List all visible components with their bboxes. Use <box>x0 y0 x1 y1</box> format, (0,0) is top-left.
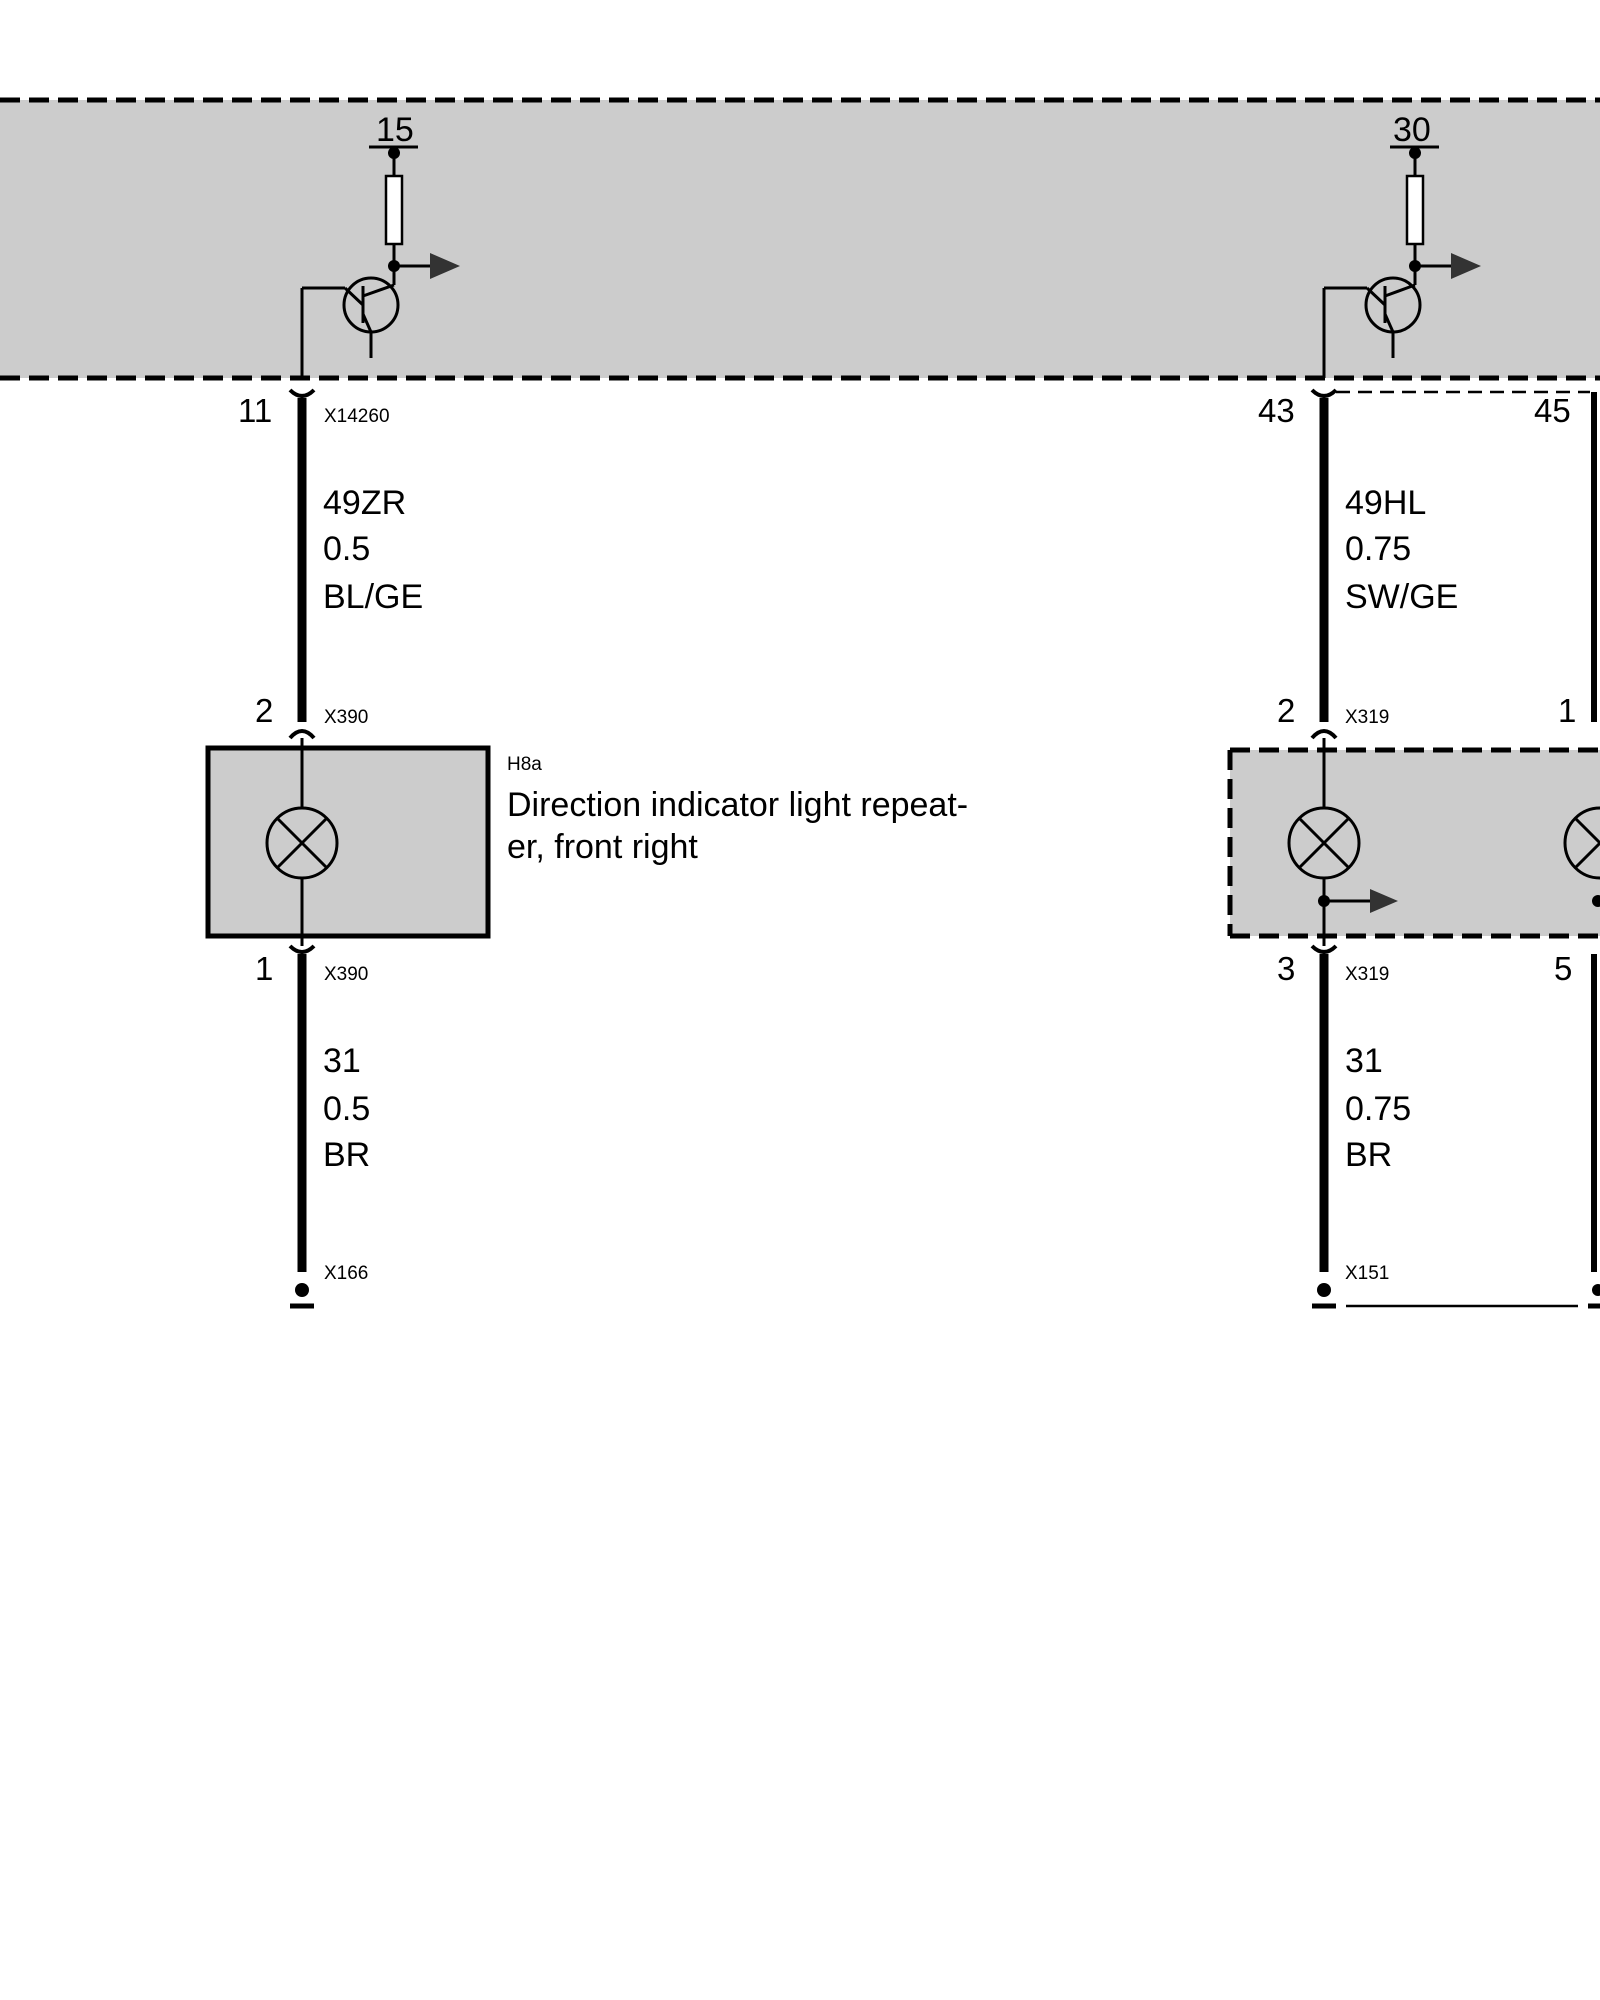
left-ground-gauge: 0.5 <box>323 1090 370 1128</box>
left-ground-code: 31 <box>323 1042 361 1080</box>
right-driver-transistor <box>1322 145 1481 378</box>
left-driver-transistor <box>300 145 460 378</box>
left-lamp-top-connector: X390 <box>324 707 368 728</box>
right-lamp-bottom-connector: X319 <box>1345 964 1389 985</box>
right-ground-connector: X151 <box>1345 1263 1389 1284</box>
right-lamp-bottom-pin: 3 <box>1277 950 1295 987</box>
left-component-name-1: Direction indicator light repeat- <box>507 786 968 824</box>
right-ground-color: BR <box>1345 1136 1392 1174</box>
right-lamp-top-connector: X319 <box>1345 707 1389 728</box>
left-component-id: H8a <box>507 754 542 775</box>
left-lamp-top-pin: 2 <box>255 692 273 729</box>
left-top-connector: X14260 <box>324 406 390 427</box>
left-wire-code: 49ZR <box>323 484 406 522</box>
left-ground-connector: X166 <box>324 1263 368 1284</box>
right-wire-color: SW/GE <box>1345 578 1458 616</box>
left-wire-gauge: 0.5 <box>323 530 370 568</box>
right-wire-code: 49HL <box>1345 484 1426 522</box>
right-wire-top <box>1310 388 1597 740</box>
left-ground-color: BR <box>323 1136 370 1174</box>
right-lamp-top-pin-2: 1 <box>1558 692 1576 729</box>
control-module <box>0 97 1600 381</box>
left-top-pin: 11 <box>238 392 272 429</box>
left-component-name-2: er, front right <box>507 828 698 866</box>
right-wire-bottom <box>1310 944 1600 1309</box>
left-lamp-component <box>205 738 491 946</box>
left-wire-bottom <box>288 944 316 1309</box>
right-wire-gauge: 0.75 <box>1345 530 1411 568</box>
left-wire-top <box>288 388 316 740</box>
right-top-pin-2: 45 <box>1534 392 1571 429</box>
right-supply-label: 30 <box>1393 111 1431 149</box>
left-lamp-bottom-connector: X390 <box>324 964 368 985</box>
right-ground-code: 31 <box>1345 1042 1383 1080</box>
right-lamp-bottom-pin-2: 5 <box>1554 950 1572 987</box>
left-lamp-bottom-pin: 1 <box>255 950 273 987</box>
right-lamp-top-pin: 2 <box>1277 692 1295 729</box>
left-supply-label: 15 <box>376 111 414 149</box>
right-top-pin: 43 <box>1258 392 1295 429</box>
right-ground-gauge: 0.75 <box>1345 1090 1411 1128</box>
left-wire-color: BL/GE <box>323 578 423 616</box>
right-lamp-component <box>1227 738 1600 946</box>
